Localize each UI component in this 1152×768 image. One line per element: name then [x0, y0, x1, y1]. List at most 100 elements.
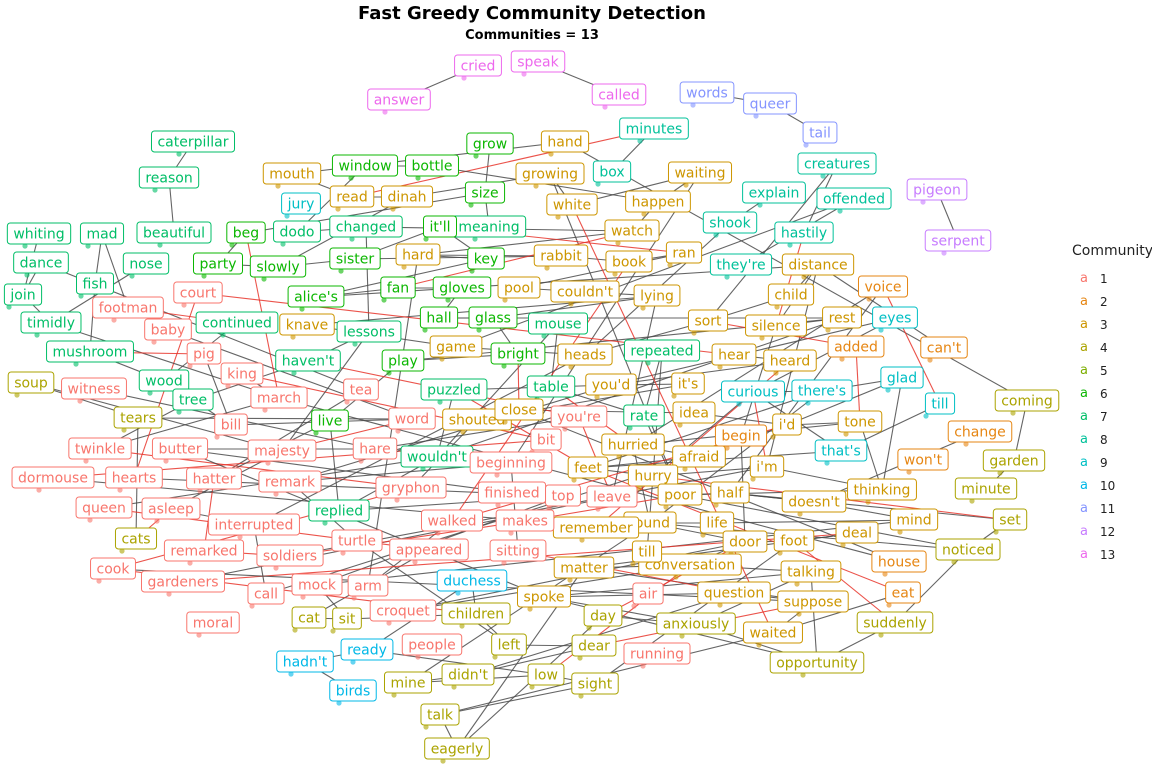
node-point — [468, 202, 474, 208]
node-point — [351, 595, 357, 601]
node-point — [330, 628, 336, 634]
node-label-box — [208, 513, 300, 536]
node-label: queen — [75, 496, 133, 523]
node-label: explain — [742, 181, 806, 208]
node-point — [839, 356, 845, 362]
node-label-box — [441, 663, 495, 686]
node-label-text: nose — [129, 257, 162, 273]
node-label-text: it's — [678, 377, 699, 393]
node-label: till — [923, 392, 956, 419]
legend-label: 2 — [1100, 294, 1108, 309]
node-label: glass — [468, 306, 518, 333]
node-point — [777, 550, 783, 556]
node-point — [335, 206, 341, 212]
node-point — [473, 153, 479, 159]
node-label: asleep — [141, 497, 201, 524]
node-label: words — [679, 81, 735, 108]
node-label-box — [526, 375, 576, 398]
node-label: lying — [633, 284, 681, 311]
node-label: call — [247, 582, 285, 609]
node-label: turtle — [331, 529, 383, 556]
legend-label: 9 — [1100, 455, 1108, 470]
legend-key-glyph: a — [1080, 455, 1088, 470]
node-label: live — [311, 409, 349, 436]
node-label-box — [571, 672, 619, 695]
node-label-text: garden — [989, 454, 1038, 470]
node-label: interrupted — [208, 513, 300, 540]
node-point — [34, 332, 40, 338]
node-label-box — [710, 481, 750, 504]
node-point — [437, 399, 443, 405]
node-label-box — [381, 349, 425, 372]
node-label-text: dear — [578, 639, 610, 655]
node-label: bit — [529, 428, 562, 455]
node-label-text: doesn't — [788, 495, 840, 511]
node-point — [885, 387, 891, 393]
node-label-box — [822, 306, 862, 329]
node-point — [820, 173, 826, 179]
node-label-box — [885, 581, 921, 604]
node-label-box — [857, 275, 909, 298]
node-label-text: turtle — [338, 534, 376, 550]
node-label: soup — [7, 371, 55, 398]
node-point — [645, 360, 651, 366]
legend-key-glyph: a — [1080, 363, 1088, 378]
node-label-box — [745, 314, 807, 337]
node-label-text: silence — [752, 319, 801, 335]
graph-edge — [492, 295, 658, 319]
node-label-text: afraid — [679, 450, 720, 466]
node-label-text: it'll — [429, 220, 450, 236]
graph-edge — [881, 377, 903, 491]
node-label-box — [336, 320, 402, 343]
node-label: sort — [687, 309, 729, 336]
node-label-text: eyes — [879, 311, 912, 327]
node-label-box — [656, 612, 736, 635]
node-label-text: caterpillar — [157, 135, 228, 151]
node-label-text: window — [338, 159, 391, 175]
node-label: hurried — [601, 433, 665, 460]
node-label: word — [388, 407, 436, 434]
node-label-box — [432, 276, 492, 299]
node-label: voice — [857, 275, 909, 302]
node-label-text: anxiously — [663, 617, 730, 633]
node-label: added — [827, 335, 885, 362]
node-point — [700, 532, 706, 538]
node-point — [840, 542, 846, 548]
node-point — [878, 632, 884, 638]
node-label: half — [710, 481, 750, 508]
node-label-text: dance — [20, 256, 63, 272]
node-label: shouted — [442, 408, 512, 435]
node-label-text: tone — [844, 415, 876, 431]
node-label: creatures — [797, 152, 877, 179]
node-label-box — [517, 585, 571, 608]
node-label-text: shook — [709, 216, 751, 232]
node-label-text: jury — [287, 197, 315, 213]
graph-edge — [365, 226, 370, 333]
node-point — [87, 517, 93, 523]
node-label: twinkle — [68, 437, 132, 464]
node-label-text: suddenly — [863, 616, 927, 632]
node-label: cat — [291, 606, 327, 633]
node-label-text: size — [471, 186, 498, 202]
node-label-text: fan — [387, 281, 409, 297]
node-label-text: hurried — [608, 438, 658, 454]
node-label: dormouse — [11, 466, 95, 493]
node-point — [176, 409, 182, 415]
node-point — [631, 603, 637, 609]
node-label-box — [601, 433, 665, 456]
node-label-box — [935, 538, 1001, 561]
node-label-text: continued — [202, 316, 272, 332]
node-point — [677, 422, 683, 428]
node-label-box — [195, 311, 279, 334]
node-label: distance — [781, 253, 855, 280]
node-label-box — [992, 508, 1028, 531]
node-point — [521, 71, 527, 77]
node-label-text: arm — [354, 579, 382, 595]
node-point — [923, 413, 929, 419]
node-label-box — [424, 737, 490, 760]
node-label-text: answer — [374, 93, 425, 109]
node-label-box — [469, 451, 553, 474]
node-label: fan — [380, 276, 416, 303]
node-label-box — [623, 404, 665, 427]
node-label: set — [992, 508, 1028, 535]
